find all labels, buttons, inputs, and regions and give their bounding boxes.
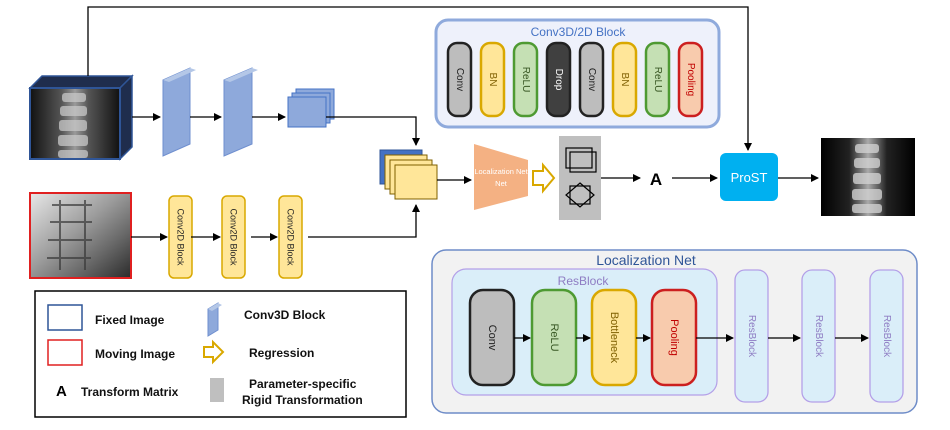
resblock-layer-3-label: Bottleneck bbox=[608, 312, 620, 364]
conv-layer-4: Drop bbox=[545, 41, 572, 118]
fused-features bbox=[379, 149, 438, 200]
conv3d-block-3 bbox=[287, 88, 335, 128]
conv-block-layers: Conv BN ReLU Drop Conv BN ReLU Pooling bbox=[446, 41, 704, 118]
resblock-layer-4: Pooling bbox=[650, 288, 698, 387]
conv2d-block-1: Conv2D Block bbox=[168, 195, 193, 279]
legend-conv3d-label: Conv3D Block bbox=[244, 308, 326, 322]
legend-moving-label: Moving Image bbox=[95, 347, 175, 361]
conv-layer-8: Pooling bbox=[677, 41, 704, 118]
rigid-transformation-box bbox=[559, 136, 601, 220]
conv-layer-3: ReLU bbox=[512, 41, 539, 118]
legend-regression-label: Regression bbox=[249, 346, 314, 360]
legend-moving-swatch bbox=[47, 339, 83, 366]
conv-layer-4-label: Drop bbox=[553, 69, 564, 91]
regression-arrow bbox=[532, 162, 556, 194]
legend-rigid-swatch bbox=[210, 378, 224, 402]
conv-block-panel: Conv3D/2D Block Conv BN ReLU Drop Conv BN ReLU… bbox=[434, 18, 721, 129]
resblock-layer-1: Conv bbox=[468, 288, 516, 387]
conv-layer-6: BN bbox=[611, 41, 638, 118]
resblock-1-label: ResBlock bbox=[746, 315, 757, 358]
output-image bbox=[821, 138, 915, 216]
resblock-chain: ResBlock ResBlock ResBlock bbox=[734, 269, 904, 403]
transform-matrix-symbol: A bbox=[650, 170, 662, 189]
conv-layer-7: ReLU bbox=[644, 41, 671, 118]
legend-regression-icon bbox=[203, 339, 225, 365]
resblock-3-label: ResBlock bbox=[881, 315, 892, 358]
conv-layer-1: Conv bbox=[446, 41, 473, 118]
resblock-layer-2-label: ReLU bbox=[548, 323, 560, 351]
legend-transform-symbol: A bbox=[56, 383, 67, 400]
conv-layer-2: BN bbox=[479, 41, 506, 118]
resblock-layer-3: Bottleneck bbox=[590, 288, 638, 387]
conv2d-block-3-label: Conv2D Block bbox=[286, 208, 296, 266]
conv3d-block-2 bbox=[223, 67, 258, 157]
prost-module: ProST bbox=[720, 153, 778, 201]
conv-layer-8-label: Pooling bbox=[685, 63, 696, 96]
conv2d-block-2: Conv2D Block bbox=[221, 195, 246, 279]
conv-layer-5-label: Conv bbox=[586, 68, 597, 91]
legend-param-line2: Rigid Transformation bbox=[242, 393, 363, 407]
conv2d-blocks: Conv2D Block Conv2D Block Conv2D Block bbox=[168, 195, 303, 279]
conv2d-block-3: Conv2D Block bbox=[278, 195, 303, 279]
svg-text:Net: Net bbox=[495, 179, 508, 188]
prost-label: ProST bbox=[731, 170, 768, 185]
fixed-image bbox=[28, 74, 134, 161]
conv-block-title: Conv3D/2D Block bbox=[531, 25, 627, 39]
resblock-3: ResBlock bbox=[869, 269, 904, 403]
resblock-2: ResBlock bbox=[801, 269, 836, 403]
conv2d-block-1-label: Conv2D Block bbox=[176, 208, 186, 266]
resblock-2-label: ResBlock bbox=[813, 315, 824, 358]
legend-conv3d-icon bbox=[207, 302, 222, 337]
resblock-layer-2: ReLU bbox=[530, 288, 578, 387]
legend-fixed-swatch bbox=[47, 304, 83, 331]
conv-layer-5: Conv bbox=[578, 41, 605, 118]
conv-layer-6-label: BN bbox=[619, 73, 630, 87]
resblock-1: ResBlock bbox=[734, 269, 769, 403]
localization-small-label: Localization Net bbox=[474, 167, 528, 176]
resblock-layer-4-label: Pooling bbox=[668, 319, 680, 356]
resblock-layer-1-label: Conv bbox=[486, 325, 498, 351]
resblock-title: ResBlock bbox=[558, 274, 610, 288]
legend-fixed-label: Fixed Image bbox=[95, 313, 165, 327]
legend: Fixed Image Moving Image A Transform Mat… bbox=[34, 290, 407, 418]
connectors bbox=[87, 6, 819, 241]
conv-layer-3-label: ReLU bbox=[520, 67, 531, 93]
conv2d-block-2-label: Conv2D Block bbox=[229, 208, 239, 266]
conv-layer-2-label: BN bbox=[487, 73, 498, 87]
conv3d-block-1 bbox=[162, 67, 196, 157]
resblock-layers: Conv ReLU Bottleneck Pooling bbox=[468, 288, 734, 387]
legend-transform-label: Transform Matrix bbox=[81, 385, 179, 399]
conv-layer-7-label: ReLU bbox=[652, 67, 663, 93]
localization-net-small: Localization Net Net bbox=[474, 144, 529, 210]
localization-net-panel: Localization Net ResBlock Conv ReLU Bottle… bbox=[431, 249, 918, 414]
legend-param-line1: Parameter-specific bbox=[249, 377, 357, 391]
moving-image bbox=[29, 192, 132, 279]
localization-net-title: Localization Net bbox=[596, 252, 696, 268]
conv-layer-1-label: Conv bbox=[454, 68, 465, 91]
